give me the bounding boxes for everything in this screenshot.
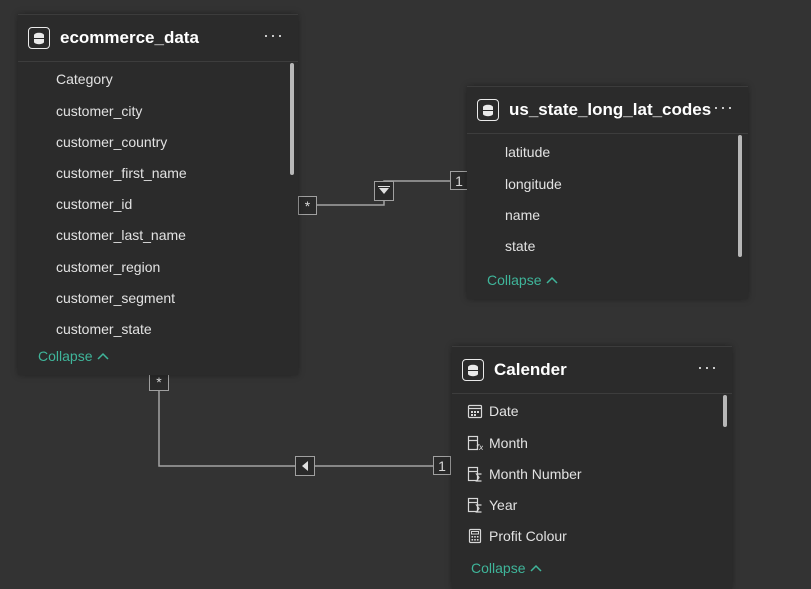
field-customer-last-name[interactable]: customer_last_name: [56, 227, 186, 243]
field-label: Profit Colour: [489, 528, 567, 544]
more-options-icon[interactable]: ···: [697, 357, 718, 377]
table-card-calender[interactable]: Calender ··· Date fx Month Month Number …: [452, 346, 732, 589]
field-customer-first-name[interactable]: customer_first_name: [56, 165, 187, 181]
one-cardinality-marker[interactable]: 1: [433, 456, 451, 475]
field-customer-state[interactable]: customer_state: [56, 321, 152, 337]
one-cardinality-marker[interactable]: 1: [450, 171, 468, 190]
field-date[interactable]: Date: [467, 403, 519, 419]
filter-direction-down-icon[interactable]: [374, 181, 394, 201]
field-label: Month Number: [489, 466, 582, 482]
table-title: us_state_long_lat_codes: [509, 100, 712, 119]
field-customer-id[interactable]: customer_id: [56, 196, 133, 212]
table-card-ecommerce-data[interactable]: ecommerce_data ··· Category customer_cit…: [18, 14, 298, 375]
card-header[interactable]: Calender ···: [452, 347, 732, 394]
scrollbar[interactable]: [738, 135, 742, 257]
database-table-icon: [28, 27, 50, 49]
calculated-column-icon: fx: [467, 435, 483, 451]
card-header[interactable]: us_state_long_lat_codes ···: [467, 87, 748, 134]
calendar-icon: [467, 404, 483, 419]
svg-text:fx: fx: [476, 443, 483, 451]
collapse-button[interactable]: Collapse: [38, 348, 110, 364]
many-cardinality-marker[interactable]: *: [149, 372, 169, 391]
filter-direction-left-icon[interactable]: [295, 456, 315, 476]
cardinality-one-label: 1: [455, 172, 463, 189]
cardinality-many-label: *: [304, 197, 311, 214]
table-title: ecommerce_data: [60, 28, 199, 47]
scrollbar[interactable]: [290, 63, 294, 175]
sum-column-icon: [467, 466, 482, 482]
field-label: Date: [489, 403, 519, 419]
chevron-up-icon: [546, 276, 559, 284]
field-category[interactable]: Category: [56, 71, 113, 87]
field-longitude[interactable]: longitude: [505, 176, 562, 192]
table-card-us-state-long-lat-codes[interactable]: us_state_long_lat_codes ··· latitude lon…: [467, 86, 748, 299]
collapse-button[interactable]: Collapse: [471, 560, 543, 576]
database-table-icon: [462, 359, 484, 381]
collapse-label: Collapse: [487, 272, 542, 288]
collapse-label: Collapse: [471, 560, 526, 576]
cardinality-one-label: 1: [438, 457, 446, 474]
field-label: Year: [489, 497, 518, 513]
field-customer-country[interactable]: customer_country: [56, 134, 168, 150]
field-customer-region[interactable]: customer_region: [56, 259, 161, 275]
field-customer-segment[interactable]: customer_segment: [56, 290, 176, 306]
field-customer-city[interactable]: customer_city: [56, 103, 143, 119]
collapse-button[interactable]: Collapse: [487, 272, 559, 288]
database-table-icon: [477, 99, 499, 121]
field-year[interactable]: Year: [467, 497, 517, 513]
scrollbar[interactable]: [723, 395, 727, 427]
field-label: Month: [489, 435, 528, 451]
cardinality-many-label: *: [156, 373, 162, 390]
field-month-number[interactable]: Month Number: [467, 466, 582, 482]
sum-column-icon: [467, 497, 482, 513]
field-state[interactable]: state: [505, 238, 536, 254]
more-options-icon[interactable]: ···: [263, 25, 284, 45]
field-name[interactable]: name: [505, 207, 541, 223]
many-cardinality-marker[interactable]: *: [298, 196, 317, 215]
field-latitude[interactable]: latitude: [505, 144, 551, 160]
card-header[interactable]: ecommerce_data ···: [18, 15, 298, 62]
chevron-up-icon: [97, 352, 110, 360]
field-month[interactable]: fx Month: [467, 435, 528, 451]
chevron-up-icon: [530, 564, 543, 572]
table-title: Calender: [494, 360, 567, 379]
more-options-icon[interactable]: ···: [713, 97, 734, 117]
collapse-label: Collapse: [38, 348, 93, 364]
field-profit-colour[interactable]: Profit Colour: [467, 528, 567, 544]
calculator-icon: [468, 528, 482, 544]
